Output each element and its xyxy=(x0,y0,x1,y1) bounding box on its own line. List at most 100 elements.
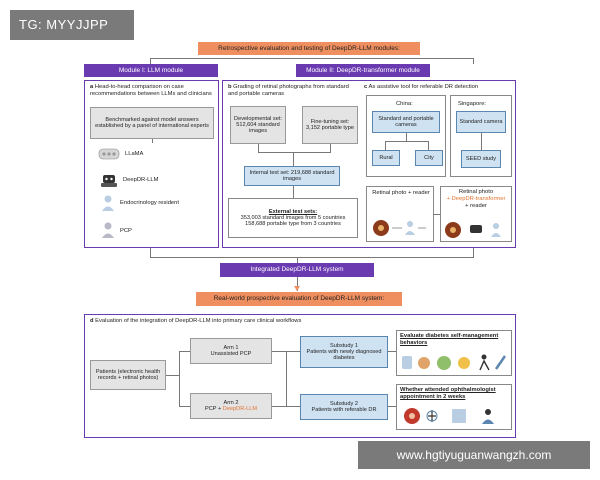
external-line2: 158,688 portable type from 3 countries xyxy=(245,221,341,227)
outcome1-title: Evaluate diabetes self-management behavi… xyxy=(400,333,499,346)
legend-llama: LLaMA xyxy=(125,151,144,157)
eye-icon xyxy=(404,408,494,424)
china-label: China: xyxy=(396,101,413,107)
retina-icon xyxy=(373,220,426,236)
to-sub2 xyxy=(286,406,300,407)
module2-banner: Module II: DeepDR-transformer module xyxy=(296,64,430,77)
outcome2-title: Whether attended ophthalmologist appoint… xyxy=(400,387,496,400)
header-bracket-left xyxy=(150,58,151,64)
legend-pcp: PCP xyxy=(120,228,132,234)
patients-box: Patients (electronic health records + re… xyxy=(90,360,166,390)
b-down-line xyxy=(293,152,294,166)
external-title: External test sets: xyxy=(268,209,318,215)
legend-resident: Endocrinology resident xyxy=(120,200,179,206)
center-down xyxy=(297,257,298,263)
panel-a-title: Head-to-head comparison on case recommen… xyxy=(90,84,212,97)
llama-icon xyxy=(98,148,120,160)
panel-d-title: Evaluation of the integration of DeepDR-… xyxy=(95,318,302,324)
resident-icon xyxy=(102,195,114,211)
panel-c-heading: c As assistive tool for referable DR det… xyxy=(364,84,514,91)
outcome1-box xyxy=(396,330,512,376)
watermark-top-left: TG: MYYJJPP xyxy=(10,10,134,40)
reader2-label: Retinal photo + DeepDR-transformer + rea… xyxy=(442,189,510,210)
to-arm2 xyxy=(179,406,190,407)
b-join-line xyxy=(258,152,331,153)
developmental-set: Developmental set: 512,604 standard imag… xyxy=(230,106,286,144)
integrated-system-banner: Integrated DeepDR-LLM system xyxy=(220,263,374,277)
panel-d-heading: d Evaluation of the integration of DeepD… xyxy=(90,318,490,325)
china-split xyxy=(385,141,428,142)
integrated-arrow xyxy=(297,277,298,291)
reader-arrow xyxy=(434,214,440,215)
panel-c-title: As assistive tool for referable DR detec… xyxy=(368,84,479,90)
china-split-r xyxy=(428,141,429,150)
panel-d-letter: d xyxy=(90,318,94,324)
arm2-box: Arm 2 PCP + DeepDR-LLM xyxy=(190,393,272,419)
fine-tuning-set: Fine-tuning set: 3,152 portable type xyxy=(302,106,358,144)
panel-b-letter: b xyxy=(228,84,232,90)
sg-connector xyxy=(481,133,482,150)
self-management-icons xyxy=(402,354,507,371)
panel-a-letter: a xyxy=(90,84,94,90)
arrow-head xyxy=(294,286,300,291)
china-split-l xyxy=(385,141,386,150)
dev-connector xyxy=(258,144,259,152)
c-down-connector xyxy=(473,248,474,257)
retrospective-banner: Retrospective evaluation and testing of … xyxy=(198,42,420,55)
header-bracket-right xyxy=(473,58,474,64)
rural-box: Rural xyxy=(372,150,400,166)
seed-study: SEED study xyxy=(461,150,501,168)
panel-a-connector xyxy=(152,139,153,143)
arm1-sub: Unassisted PCP xyxy=(210,351,252,357)
sub1-sub: Patients with newly diagnosed diabetes xyxy=(306,349,382,361)
a-down-connector xyxy=(150,248,151,257)
city-box: City xyxy=(415,150,443,166)
external-test-sets: External test sets: 353,003 standard ima… xyxy=(228,198,358,238)
sub2-sub: Patients with referable DR xyxy=(311,407,377,413)
panel-b-heading: b Grading of retinal photographs from st… xyxy=(228,84,356,98)
panel-a-heading: a Head-to-head comparison on case recomm… xyxy=(90,84,216,98)
robot-icon xyxy=(101,175,117,187)
reader2-line-c: + reader xyxy=(465,203,487,209)
sub2-out xyxy=(388,406,396,407)
header-bracket xyxy=(150,58,473,59)
to-arm1 xyxy=(179,351,190,352)
bottom-bracket xyxy=(150,257,474,258)
arm2-pcp: PCP + xyxy=(205,406,223,412)
reader1-label: Retinal photo + reader xyxy=(372,190,430,196)
arm2-sub: PCP + DeepDR-LLM xyxy=(205,406,257,412)
ft-connector xyxy=(330,144,331,152)
sub1-out xyxy=(388,351,396,352)
arm1-title: Arm 1 xyxy=(223,345,239,351)
reader2-line-b: + DeepDR-transformer xyxy=(446,196,506,202)
legend-deepdr-llm: DeepDR-LLM xyxy=(123,177,159,183)
external-line1: 353,003 standard images from 5 countries xyxy=(240,215,346,221)
panel-c-letter: c xyxy=(364,84,368,90)
internal-test-set: Internal test set: 219,688 standard imag… xyxy=(244,166,340,186)
panel-a-benchmark: Benchmarked against model answers establ… xyxy=(90,107,214,139)
reader-box-1 xyxy=(366,186,434,242)
arm1-box: Arm 1 Unassisted PCP xyxy=(190,338,272,364)
reader2-line-a: Retinal photo xyxy=(458,189,494,195)
china-cameras: Standard and portable cameras xyxy=(372,111,440,133)
to-sub1 xyxy=(286,351,300,352)
arm2-title: Arm 2 xyxy=(223,400,239,406)
patients-out xyxy=(166,375,179,376)
panel-b-title: Grading of retinal photographs from stan… xyxy=(228,84,349,97)
sg-camera: Standard camera xyxy=(456,111,506,133)
china-connector xyxy=(406,133,407,141)
pcp-icon xyxy=(102,222,114,238)
realworld-banner: Real-world prospective evaluation of Dee… xyxy=(196,292,402,306)
retina-robot-icon xyxy=(445,222,501,238)
watermark-bottom-right: www.hgtiyuguanwangzh.com xyxy=(358,441,590,469)
arm1-out xyxy=(272,351,286,352)
substudy2-box: Substudy 2 Patients with referable DR xyxy=(300,394,388,420)
arms-join xyxy=(286,351,287,407)
arm2-llm: DeepDR-LLM xyxy=(222,406,257,412)
substudy1-box: Substudy 1 Patients with newly diagnosed… xyxy=(300,336,388,368)
patients-split xyxy=(179,351,180,406)
module1-banner: Module I: LLM module xyxy=(84,64,218,77)
sub2-title: Substudy 2 xyxy=(330,401,358,407)
b-down-line-2 xyxy=(293,186,294,198)
sub1-title: Substudy 1 xyxy=(330,343,358,349)
